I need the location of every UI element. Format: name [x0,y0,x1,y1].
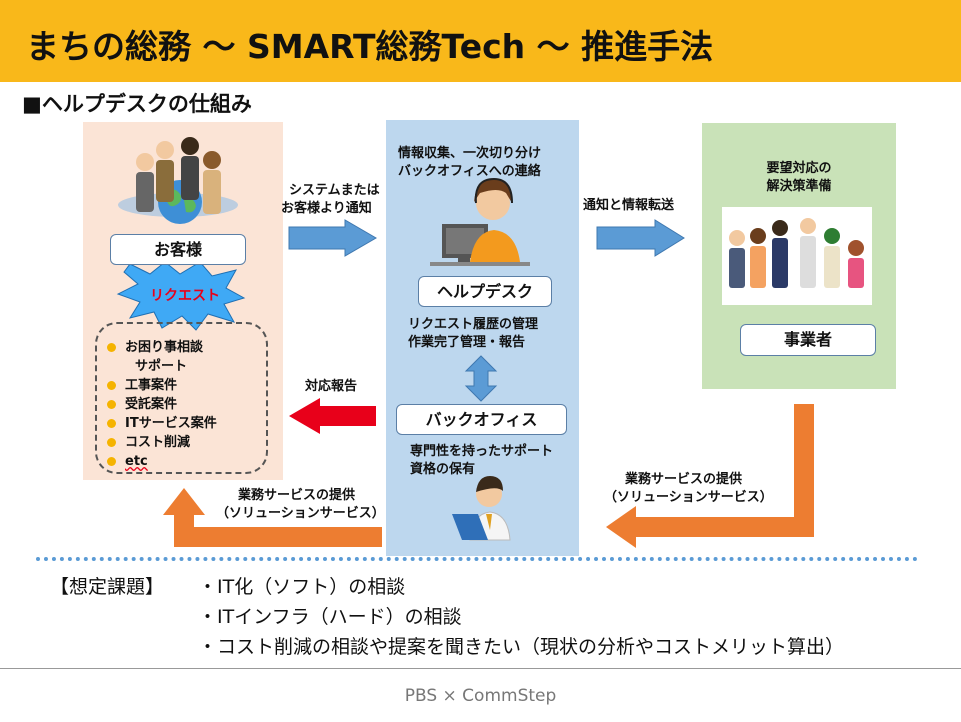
request-burst-shape [116,261,246,331]
report-label: 対応報告 [305,379,358,394]
business-label-box: 事業者 [740,324,876,356]
business-people-icon [722,207,872,305]
business-top-text-line1: 要望対応の [766,161,832,176]
footer-text: PBS × CommStep [404,686,557,706]
notify-label-line1: システムまたは [289,183,380,198]
bullet-icon [107,419,116,428]
request-item: 工事案件 [107,376,217,395]
service-arrow-right [606,404,814,548]
page-title: まちの総務 ～ SMART総務Tech ～ 推進手法 [26,27,714,66]
notify-arrow [288,219,377,257]
helpdesk-top-text-line2: バックオフィスへの連絡 [398,164,541,179]
report-arrow [289,398,376,434]
customer-group-icon [118,137,238,224]
bullet-icon [107,343,116,352]
backoffice-worker-icon [452,476,511,541]
issue-item: ・コスト削減の相談や提案を聞きたい（現状の分析やコストメリット算出） [198,636,845,658]
operator-icon [430,177,530,266]
vertical-double-arrow [464,355,498,402]
issue-item: ・ITインフラ（ハード）の相談 [198,606,462,628]
footer-divider [0,668,961,669]
request-burst-label: リクエスト [150,288,220,304]
divider-dotted [36,557,918,561]
helpdesk-mid-text-line1: リクエスト履歴の管理 [408,317,539,332]
request-item: ITサービス案件 [107,414,217,433]
helpdesk-bottom-text-line2: 資格の保有 [410,462,476,477]
bullet-icon [107,381,116,390]
helpdesk-top-text-line1: 情報収集、一次切り分け [398,146,542,161]
service-right-label-line2: （ソリューションサービス） [604,490,773,505]
forward-arrow [596,219,685,257]
notify-label-line2: お客様より通知 [281,201,372,216]
helpdesk-label-box: ヘルプデスク [418,276,552,307]
service-left-label-line1: 業務サービスの提供 [238,488,356,503]
bullet-icon [107,457,116,466]
service-right-label-line1: 業務サービスの提供 [625,472,743,487]
forward-label: 通知と情報転送 [583,198,675,213]
bullet-icon [107,438,116,447]
request-list-box: お困り事相談 サポート 工事案件 受託案件 ITサービス案件 コスト削減 etc [95,322,268,474]
request-item: サポート [135,359,188,374]
backoffice-label-box: バックオフィス [396,404,567,435]
header-bar [0,0,961,82]
customer-label-box: お客様 [110,234,246,265]
business-top-text-line2: 解決策準備 [766,179,832,194]
request-item: コスト削減 [107,433,217,452]
section-title: ■ヘルプデスクの仕組み [22,92,252,116]
issue-item: ・IT化（ソフト）の相談 [198,576,406,598]
service-arrow-left [163,488,382,547]
request-item: 受託案件 [107,395,217,414]
request-item: お困り事相談 [107,338,217,357]
request-item: etc [107,452,217,471]
service-left-label-line2: （ソリューションサービス） [216,506,385,521]
bullet-icon [107,400,116,409]
helpdesk-mid-text-line2: 作業完了管理・報告 [408,335,526,350]
issues-label: 【想定課題】 [50,576,165,598]
helpdesk-bottom-text-line1: 専門性を持ったサポート [410,444,554,459]
